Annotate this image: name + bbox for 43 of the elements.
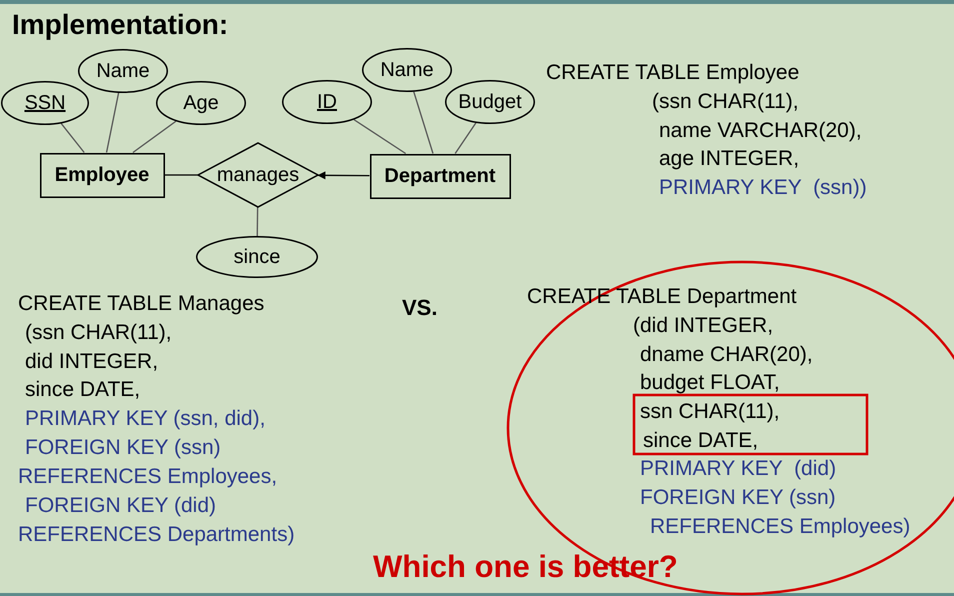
sql-line: dname CHAR(20), <box>640 342 813 368</box>
sql-line: FOREIGN KEY (did) <box>25 493 216 518</box>
entity-name: Employee <box>54 164 150 186</box>
sql-line: REFERENCES Departments) <box>18 522 295 548</box>
sql-line: PRIMARY KEY (ssn, did), <box>25 406 266 432</box>
connector-line <box>454 122 476 154</box>
attribute-name: ID <box>317 90 337 114</box>
sql-line: FOREIGN KEY (ssn) <box>25 435 221 460</box>
sql-line: REFERENCES Employees, <box>18 464 278 490</box>
entity-name: Department <box>384 164 496 188</box>
sql-line: since DATE, <box>25 377 140 402</box>
connector-line <box>354 119 406 154</box>
attribute-name: Name <box>380 58 434 82</box>
attribute-name: Budget <box>458 90 522 114</box>
sql-line: age INTEGER, <box>659 146 800 172</box>
slide-title: Implementation: <box>12 8 228 42</box>
sql-line: ssn CHAR(11), <box>640 399 780 424</box>
arrow <box>317 171 370 180</box>
attribute-name: SSN <box>24 92 66 114</box>
sql-line: (ssn CHAR(11), <box>25 320 172 346</box>
sql-line: budget FLOAT, <box>640 370 780 396</box>
sql-line: did INTEGER, <box>25 349 158 374</box>
connector-line <box>60 123 85 153</box>
connector-line <box>106 92 120 153</box>
sql-line: FOREIGN KEY (ssn) <box>640 485 836 510</box>
sql-line: (ssn CHAR(11), <box>652 89 799 114</box>
connector-line <box>256 206 258 236</box>
sql-line: PRIMARY KEY (did) <box>640 456 836 482</box>
connector-line <box>132 120 176 154</box>
connector-line <box>164 174 198 176</box>
relationship-name: manages <box>216 164 300 186</box>
attribute-name: Age <box>183 92 219 114</box>
sql-line: (did INTEGER, <box>633 313 774 338</box>
sql-line: REFERENCES Employees) <box>650 514 910 540</box>
comparison-text: VS. <box>402 295 438 322</box>
sql-line: CREATE TABLE Manages <box>18 291 264 316</box>
sql-line: PRIMARY KEY (ssn)) <box>659 175 867 200</box>
attribute-name: since <box>234 246 280 268</box>
sql-line: since DATE, <box>643 428 758 454</box>
sql-line: CREATE TABLE Employee <box>546 60 800 86</box>
sql-line: name VARCHAR(20), <box>659 118 862 144</box>
connector-line <box>413 92 434 154</box>
attribute-name: Name <box>96 60 150 82</box>
